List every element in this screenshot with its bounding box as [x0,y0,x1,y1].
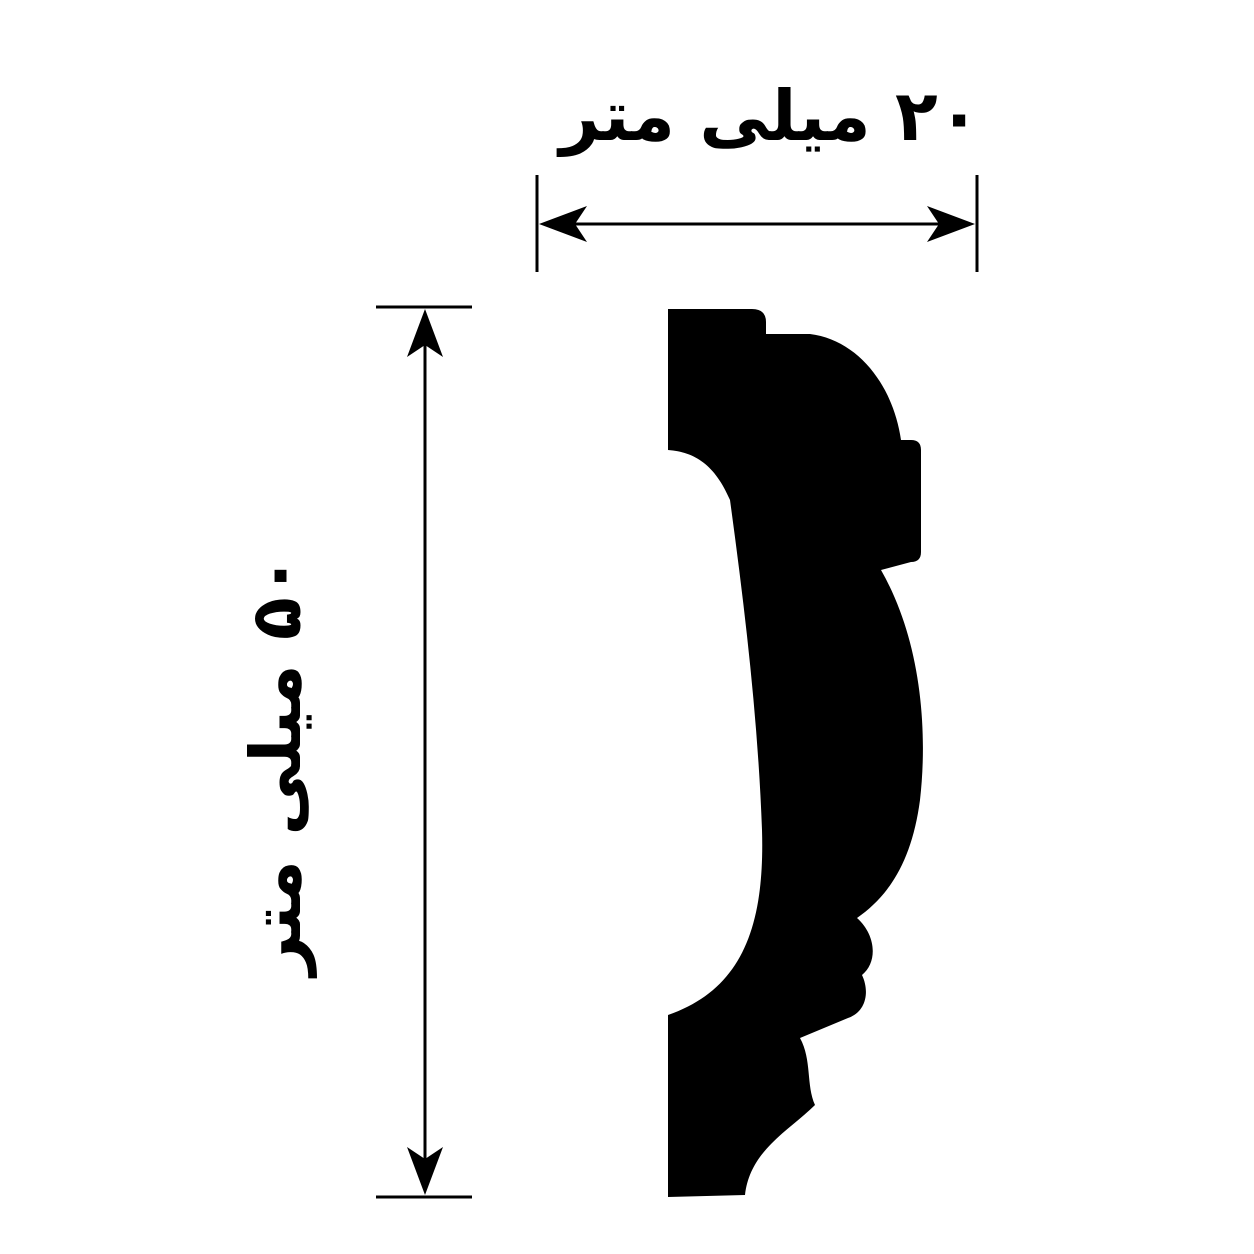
width-dimension: ۲۰ میلی متر [535,75,981,272]
height-arrow-bottom [407,1147,443,1195]
width-arrow-left [539,206,587,242]
height-arrow-top [407,309,443,357]
width-arrow-right [927,206,975,242]
height-label: ۵۰ میلی متر [235,555,317,979]
molding-profile [668,309,923,1197]
width-label: ۲۰ میلی متر [557,75,981,157]
height-dimension: ۵۰ میلی متر [235,305,472,1199]
